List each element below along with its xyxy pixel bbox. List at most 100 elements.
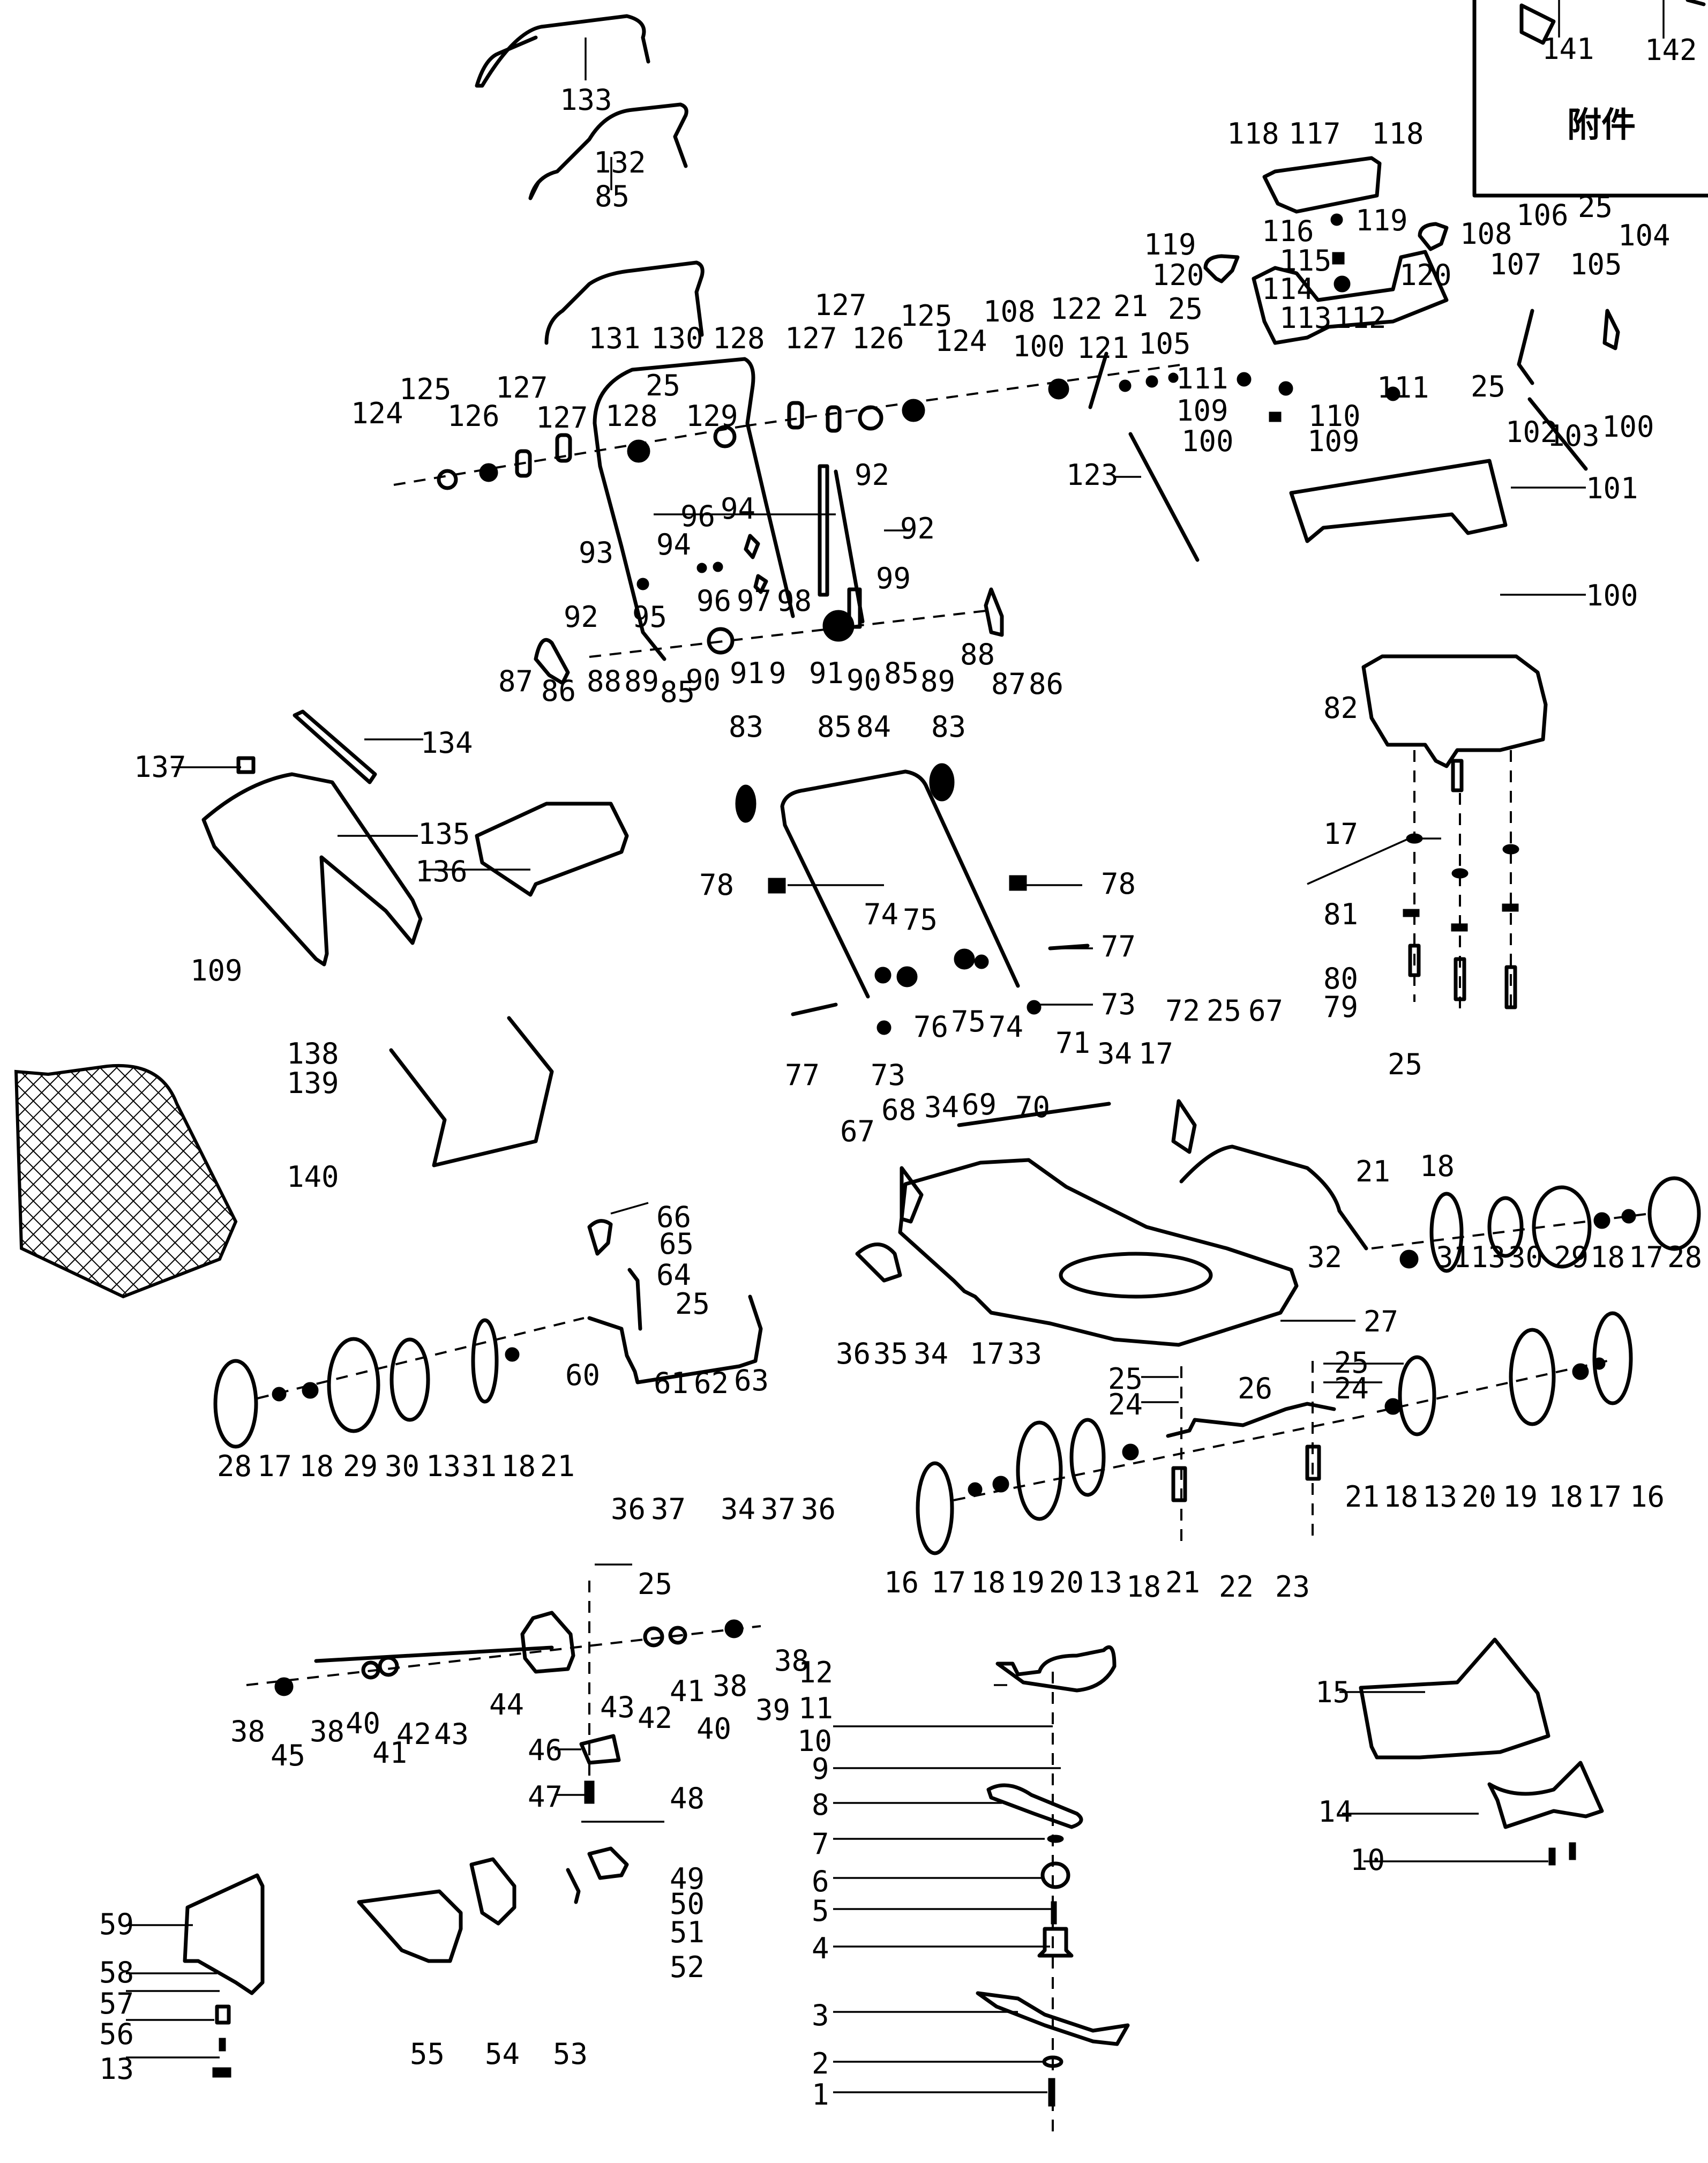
part-label-134: 134: [421, 726, 473, 760]
part-label-17: 17: [1138, 1037, 1173, 1071]
part-label-96: 96: [696, 584, 731, 618]
part-label-21: 21: [540, 1449, 575, 1483]
part-label-125: 125: [399, 372, 452, 406]
lower-handle-assembly: [735, 763, 1090, 1035]
part-label-18: 18: [1548, 1480, 1583, 1514]
part-label-136: 136: [415, 855, 468, 888]
part-label-109: 109: [1176, 394, 1228, 428]
part-label-116: 116: [1262, 214, 1314, 248]
part-label-18: 18: [501, 1449, 536, 1483]
part-label-5: 5: [812, 1894, 829, 1928]
part-label-55: 55: [410, 2037, 445, 2071]
part-label-10: 10: [797, 1724, 832, 1758]
part-label-85: 85: [817, 710, 852, 744]
part-label-127: 127: [814, 288, 867, 322]
accessory-label-142: 142: [1645, 33, 1697, 67]
handle-upper-assembly: [475, 14, 1200, 661]
part-label-36: 36: [801, 1492, 836, 1526]
part-label-79: 79: [1323, 990, 1358, 1024]
part-label-126: 126: [447, 399, 500, 433]
handle-frame-130-part: [593, 357, 795, 618]
part-label-132: 132: [594, 146, 646, 179]
gearbox-44-part: [520, 1611, 575, 1674]
part-label-108: 108: [983, 295, 1036, 328]
part-label-100: 100: [1602, 410, 1654, 444]
front-cover-15-part: [1359, 1637, 1550, 1760]
part-label-47: 47: [528, 1780, 563, 1814]
part-label-3: 3: [812, 1999, 829, 2032]
part-label-87: 87: [991, 667, 1026, 701]
part-label-85: 85: [660, 675, 695, 709]
part-label-99: 99: [876, 562, 911, 595]
part-label-17: 17: [1323, 817, 1358, 851]
part-label-45: 45: [271, 1739, 305, 1772]
part-label-57: 57: [99, 1987, 134, 2020]
part-label-30: 30: [385, 1449, 419, 1483]
part-label-17: 17: [931, 1566, 966, 1599]
part-label-25: 25: [638, 1567, 672, 1601]
part-label-25: 25: [675, 1287, 710, 1321]
handle-bar-132-part: [528, 102, 688, 200]
switch-box-101-part: [1289, 459, 1508, 543]
part-label-18: 18: [971, 1566, 1006, 1599]
part-label-63: 63: [734, 1364, 769, 1397]
part-label-127: 127: [496, 371, 548, 405]
part-label-133: 133: [560, 83, 612, 117]
part-label-43: 43: [600, 1690, 635, 1724]
part-label-28: 28: [1667, 1240, 1702, 1274]
part-label-38: 38: [230, 1715, 265, 1748]
part-label-67: 67: [1248, 994, 1283, 1028]
part-label-77: 77: [785, 1058, 820, 1092]
part-label-86: 86: [541, 674, 576, 708]
part-label-105: 105: [1570, 248, 1622, 281]
deck-33-part: [898, 1158, 1299, 1347]
part-label-89: 89: [920, 664, 955, 698]
part-label-73: 73: [1101, 987, 1136, 1021]
part-label-75: 75: [951, 1005, 986, 1038]
part-label-16: 16: [1630, 1480, 1665, 1514]
part-label-75: 75: [903, 903, 938, 937]
part-label-78: 78: [699, 868, 734, 902]
part-label-29: 29: [343, 1449, 378, 1483]
part-label-114: 114: [1262, 272, 1314, 306]
accessory-label-141: 141: [1542, 32, 1594, 66]
part-label-42: 42: [396, 1717, 431, 1751]
part-label-25: 25: [1334, 1346, 1369, 1380]
part-label-124: 124: [351, 396, 403, 430]
bag-lid-136-part: [475, 802, 629, 897]
link-rod-64-part: [627, 1268, 642, 1331]
part-label-95: 95: [632, 600, 667, 634]
part-label-85: 85: [884, 656, 919, 690]
part-label-32: 32: [1307, 1240, 1342, 1274]
part-label-1: 1: [812, 2078, 829, 2112]
part-label-126: 126: [852, 321, 904, 355]
blade-adapter-4-part: [1037, 1927, 1074, 1958]
bracket-104-part: [1602, 309, 1620, 350]
part-label-67: 67: [840, 1114, 875, 1148]
part-label-91: 91: [730, 656, 765, 690]
part-label-34: 34: [721, 1492, 755, 1526]
part-label-9: 9: [812, 1752, 829, 1786]
gearbox-assembly: [246, 1581, 761, 1804]
part-label-84: 84: [856, 710, 891, 744]
part-label-27: 27: [1364, 1305, 1398, 1338]
part-label-14: 14: [1318, 1795, 1353, 1829]
part-label-124: 124: [935, 324, 987, 358]
part-label-125: 125: [900, 299, 953, 333]
part-label-20: 20: [1462, 1480, 1496, 1514]
part-label-88: 88: [587, 664, 621, 698]
part-label-17: 17: [970, 1337, 1005, 1371]
part-label-25: 25: [646, 369, 680, 402]
part-label-129: 129: [686, 399, 738, 433]
part-label-104: 104: [1618, 219, 1670, 252]
mulch-plug-55-part: [357, 1889, 463, 1963]
part-label-76: 76: [913, 1010, 948, 1044]
part-label-64: 64: [656, 1258, 691, 1292]
part-label-36: 36: [611, 1492, 646, 1526]
part-label-112: 112: [1334, 301, 1387, 335]
part-label-137: 137: [134, 750, 186, 784]
part-label-105: 105: [1138, 327, 1191, 361]
part-label-25: 25: [1207, 994, 1241, 1028]
